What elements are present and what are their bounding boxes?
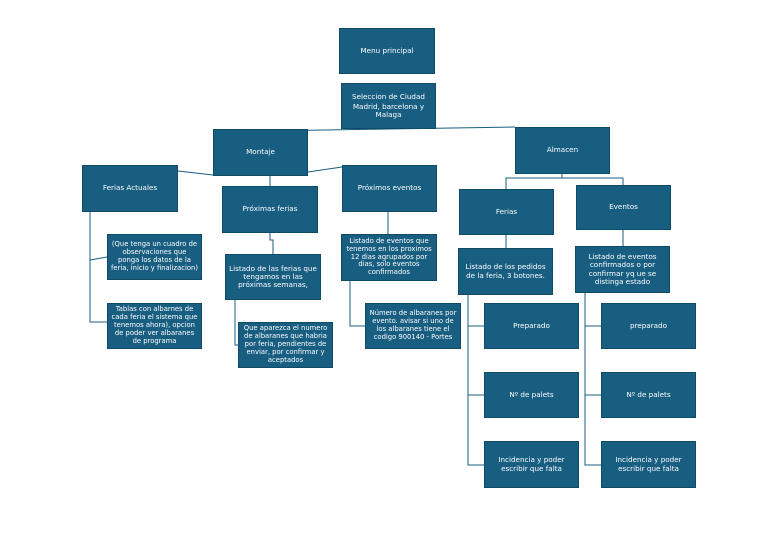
node-menu-principal: Menu principal [339, 28, 435, 74]
link-montaje-proximos-eventos [307, 166, 343, 173]
node-label: Listado de eventos confirmados o por con… [588, 251, 657, 286]
node-proximos-eventos: Próximos eventos [342, 165, 437, 212]
node-label: Número de albaranes por evento. avisar s… [369, 309, 457, 341]
node-almacen: Almacen [515, 127, 610, 174]
node-label: Seleccion de Ciudad [352, 91, 425, 101]
link-pe-numero [349, 281, 365, 327]
node-sublabel: Madrid, barcelona y Malaga [352, 101, 425, 120]
node-label: Incidencia y poder escribir que falta [615, 455, 682, 473]
node-alf-incidencia: Incidencia y poder escribir que falta [484, 441, 579, 488]
node-label: Preparado [513, 320, 550, 330]
node-pf-listado: Listado de las ferias que tengamos en la… [225, 254, 321, 300]
node-label: Próximas ferias [242, 204, 298, 214]
node-pf-albaranes: Que aparezca el numero de albaranes que … [238, 322, 333, 368]
node-fa-cuadro: (Que tenga un cuadro de observaciones qu… [107, 234, 202, 280]
node-label: Nº de palets [626, 389, 671, 399]
link-montaje-ferias-actuales [177, 170, 214, 176]
node-label: Incidencia y poder escribir que falta [498, 455, 565, 473]
node-label: Ferias [495, 206, 518, 216]
node-alf-palets: Nº de palets [484, 372, 579, 418]
node-label: Listado de las ferias que tengamos en la… [229, 263, 317, 290]
node-ale-palets: Nº de palets [601, 372, 696, 418]
node-ale-incidencia: Incidencia y poder escribir que falta [601, 441, 696, 488]
link-fa-children [89, 212, 107, 323]
node-alf-preparado: Preparado [484, 303, 579, 349]
node-almacen-ferias: Ferias [459, 189, 554, 235]
node-alf-listado: Listado de los pedidos de la feria, 3 bo… [458, 248, 553, 295]
link-fa-cuadro [89, 256, 108, 261]
node-ferias-actuales: Ferias Actuales [82, 165, 178, 212]
link-pf-listado [269, 233, 274, 254]
node-pe-numero: Número de albaranes por evento. avisar s… [365, 303, 461, 349]
node-ale-preparado: preparado [601, 303, 696, 349]
node-label: Tablas con albarnes de cada feria el sis… [111, 305, 198, 345]
node-montaje: Montaje [213, 129, 308, 176]
link-ale-branch [584, 293, 601, 466]
node-pe-listado: Listado de eventos que tenemos en los pr… [341, 234, 437, 281]
node-label: Ferias Actuales [102, 183, 158, 193]
node-seleccion-ciudad: Seleccion de Ciudad Madrid, barcelona y … [341, 83, 436, 129]
node-label: Eventos [609, 202, 638, 212]
node-proximas-ferias: Próximas ferias [222, 186, 318, 233]
node-fa-tablas: Tablas con albarnes de cada feria el sis… [107, 303, 202, 349]
node-label: preparado [629, 320, 668, 330]
node-label: Que aparezca el numero de albaranes que … [243, 324, 328, 364]
node-label: Almacen [546, 145, 579, 155]
node-ale-listado: Listado de eventos confirmados o por con… [575, 246, 670, 293]
node-label: Próximos eventos [357, 183, 422, 193]
link-alf-branch [467, 295, 484, 466]
link-almacen-ferias [505, 174, 563, 189]
node-label: Montaje [246, 147, 275, 157]
node-label: Menu principal [360, 45, 414, 55]
node-label: Nº de palets [509, 389, 554, 399]
node-almacen-eventos: Eventos [576, 185, 671, 230]
node-label: (Que tenga un cuadro de observaciones qu… [111, 240, 198, 272]
node-label: Listado de eventos que tenemos en los pr… [346, 236, 432, 277]
link-pf-albaranes [234, 300, 238, 346]
link-almacen-eventos [562, 177, 624, 185]
node-label: Listado de los pedidos de la feria, 3 bo… [465, 262, 546, 280]
